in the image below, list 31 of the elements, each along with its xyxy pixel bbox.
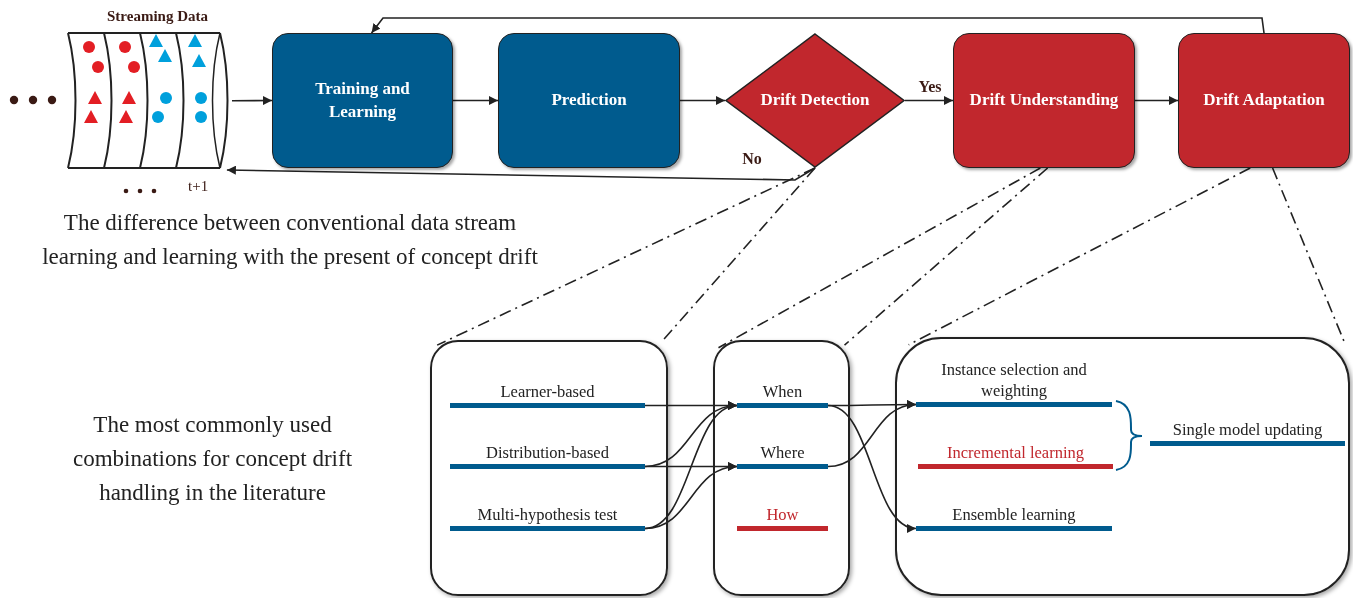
arrow — [827, 401, 917, 468]
underlined-label: Incremental learning — [918, 442, 1113, 469]
arrow — [827, 404, 917, 531]
arrow — [644, 463, 738, 530]
heading: Streaming Data — [107, 8, 208, 25]
caption-text: The most commonly used combinations for concept drift handling in the literature — [71, 411, 354, 507]
underlined-label: Instance selection and weighting — [916, 359, 1112, 407]
process-box: Prediction — [498, 33, 680, 168]
process-box: Drift Adaptation — [1178, 33, 1350, 168]
decision-label: Drift Detection — [759, 89, 871, 110]
arrow — [679, 96, 726, 105]
arrow — [1134, 96, 1179, 105]
underlined-label: How — [737, 504, 828, 531]
underlined-label: Where — [737, 442, 828, 469]
caption-text: The difference between conventional data stream learning and learning with the present of concept drift — [41, 209, 539, 271]
rounded-panel — [430, 340, 668, 596]
underlined-label: When — [737, 381, 828, 408]
time-label: t+1 — [188, 178, 209, 195]
rounded-panel — [895, 337, 1350, 596]
rounded-panel — [713, 340, 850, 596]
underlined-label: Ensemble learning — [916, 504, 1112, 531]
arrow — [231, 96, 273, 106]
underlined-label: Single model updating — [1150, 419, 1345, 446]
process-box: Drift Understanding — [953, 33, 1135, 168]
arrow — [370, 17, 1265, 34]
underlined-label: Multi-hypothesis test — [450, 504, 645, 531]
arrow — [452, 96, 499, 105]
underlined-label: Learner-based — [450, 381, 645, 408]
arrow — [904, 96, 954, 105]
underlined-label: Distribution-based — [450, 442, 645, 469]
process-box: Training and Learning — [272, 33, 453, 168]
